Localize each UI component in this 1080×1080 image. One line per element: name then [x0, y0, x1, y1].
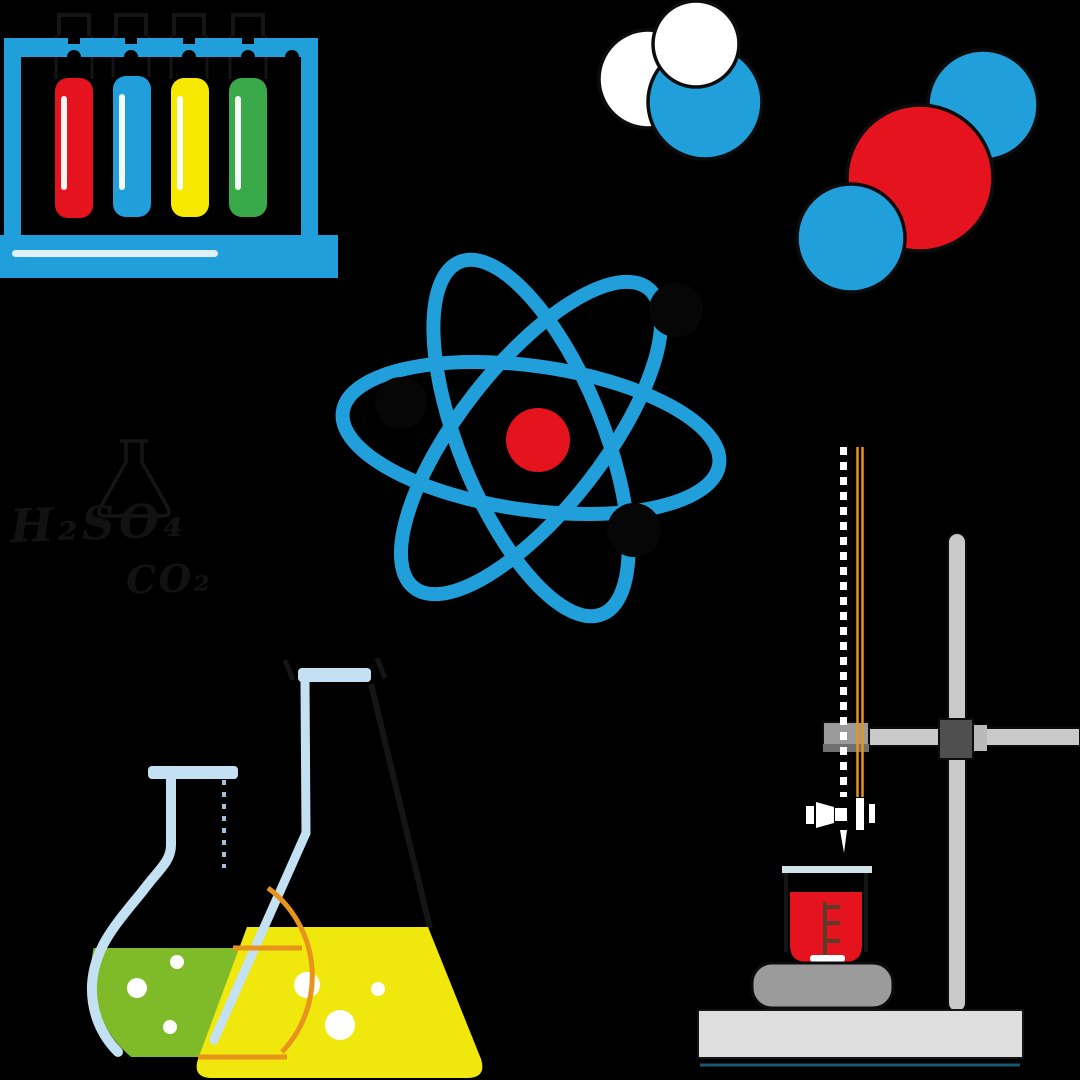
pole-clamp [938, 718, 974, 760]
atom-icon [335, 252, 727, 624]
rack-notches [67, 38, 299, 64]
water-molecule-icon [597, 0, 764, 161]
green-bubbles [127, 955, 184, 1034]
rack-right-wall [301, 56, 318, 236]
stand-pole [947, 532, 967, 1013]
burette-tip [840, 830, 847, 853]
rack-base-highlight [12, 250, 218, 257]
beaker-rim [782, 866, 872, 873]
erlenmeyer-rim [298, 668, 371, 682]
nucleus [506, 408, 570, 472]
rim-ticks-faint [282, 657, 388, 681]
round-flask-rim [148, 766, 238, 779]
stopcock-valve [806, 798, 875, 853]
molecule-atom-blue-bottom [795, 182, 907, 294]
beaker-graduations [823, 902, 840, 957]
clamp-nub [974, 725, 987, 751]
beaker-label-strip [810, 955, 845, 962]
burette-tube-orange [856, 447, 864, 797]
erlenmeyer-right-edge-faint [368, 683, 433, 929]
test-tube-blue [113, 76, 151, 217]
test-tube-green [229, 78, 267, 217]
test-tube-red [55, 78, 93, 218]
co2-molecule-icon [795, 48, 1040, 294]
tube-tops-faint [57, 13, 265, 36]
flask-sketch-icon [97, 439, 171, 518]
stand-base [697, 1009, 1024, 1059]
erlenmeyer-neck-line [209, 677, 311, 1045]
beaker-walls-faint [784, 873, 868, 952]
hot-plate [750, 961, 895, 1010]
test-tube-yellow [171, 78, 209, 217]
test-tubes [55, 76, 267, 218]
tube-highlights [61, 94, 241, 190]
erlenmeyer-yellow-liquid [196, 927, 483, 1078]
formula-h2so4: H₂SO₄ [9, 492, 188, 554]
rack-top-bar [4, 38, 318, 57]
rack-left-wall [4, 56, 21, 236]
round-flask-outline [86, 773, 176, 1057]
chemical-formulas-sketch: H₂SO₄ CO₂ [0, 430, 290, 630]
hydrogen-atom-top [651, 0, 741, 89]
flasks-icon [86, 657, 483, 1078]
lab-stand-icon [697, 447, 1080, 1067]
formula-co2: CO₂ [125, 554, 213, 603]
electron-orbits [335, 252, 727, 624]
flask-sketch-outline [97, 439, 171, 518]
yellow-bubbles [294, 972, 385, 1040]
flask-overlap-orange-outline [198, 885, 315, 1060]
electrons [375, 283, 703, 557]
test-tube-rack-icon [0, 13, 338, 278]
